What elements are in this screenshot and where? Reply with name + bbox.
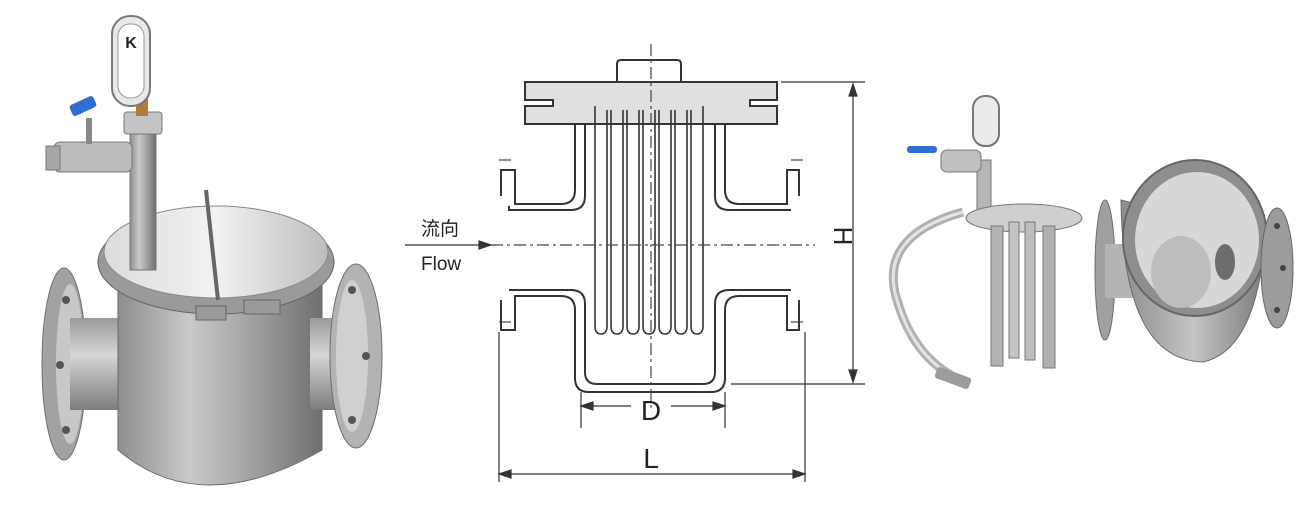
pressure-gauge-icon: K <box>111 15 151 116</box>
technical-drawing: 流向 Flow H D L <box>395 0 875 515</box>
flow-label-en: Flow <box>421 254 461 275</box>
strainer-photo-assembled: K <box>0 0 400 515</box>
open-strainer-housing <box>1094 159 1294 363</box>
strainer-body <box>117 269 323 486</box>
strainer-parts-illustration <box>888 95 1294 389</box>
body-lower <box>500 295 800 393</box>
strainer-assembled-illustration: K <box>41 15 383 486</box>
top-flange <box>524 81 778 125</box>
dim-d-label: D <box>641 395 661 426</box>
ball-valve-icon <box>45 96 133 173</box>
gauge-face-mark: K <box>125 35 137 52</box>
magnet-lid-assembly <box>907 95 1083 369</box>
clamp-icon <box>888 207 972 389</box>
strainer-section-drawing: 流向 Flow H D L <box>405 44 865 482</box>
magnetic-rods-icon <box>594 106 704 335</box>
flow-label-cn: 流向 <box>421 218 459 240</box>
dim-h-label: H <box>828 227 858 246</box>
strainer-photo-disassembled <box>885 0 1310 515</box>
body-right-upper <box>724 124 800 205</box>
body-left-upper <box>500 124 576 205</box>
dim-l-label: L <box>643 443 659 474</box>
right-flange <box>329 263 383 449</box>
strainer-lid <box>97 189 335 321</box>
lid-handle <box>616 59 682 82</box>
gauge-riser-pipe <box>123 111 163 271</box>
